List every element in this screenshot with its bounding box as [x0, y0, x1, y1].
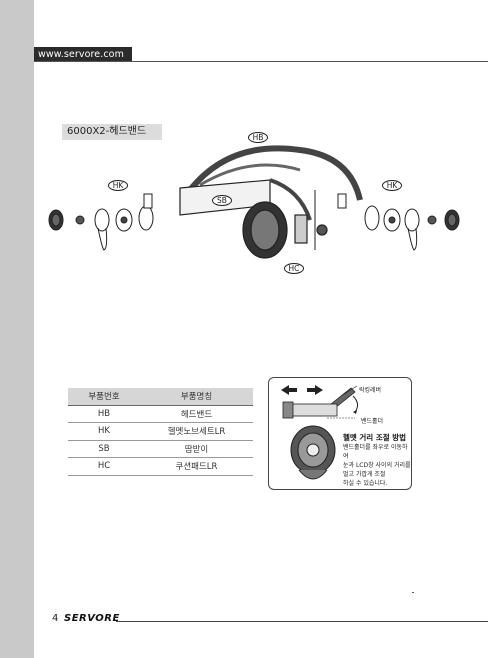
desc-line: 하실 수 있습니다. [343, 480, 388, 487]
headband-body [179, 145, 363, 259]
arrow-right-icon [307, 385, 323, 395]
adjustment-box: 락킹레버 밴드홀더 헬멧 거리 조절 방법 밴드홀더를 좌우로 이동하여 눈과 … [268, 377, 412, 490]
arrow-left-icon [281, 385, 297, 395]
table-row: HB 헤드밴드 [68, 405, 253, 423]
band-holder-label: 밴드홀더 [361, 418, 384, 425]
part-number: HC [68, 457, 140, 476]
headband-exploded-diagram [48, 145, 460, 259]
model-label: 6000X2-헤드밴드 [62, 124, 162, 140]
part-name: 헤드밴드 [140, 405, 253, 423]
callout-hk-right: HK [382, 180, 402, 191]
side-strip [0, 0, 34, 658]
desc-line: 눈과 LCD창 사이의 거리를 [343, 462, 411, 469]
stray-mark [412, 592, 414, 593]
part-number: HK [68, 422, 140, 441]
part-name: 헬멧노브세트LR [140, 422, 253, 441]
callout-hk-left: HK [108, 180, 128, 191]
parts-table: 부품번호 부품명칭 HB 헤드밴드 HK 헬멧노브세트LR SB 땀받이 HC … [68, 388, 253, 476]
adjustment-title: 헬멧 거리 조절 방법 [343, 433, 407, 442]
part-name: 쿠션패드LR [140, 457, 253, 476]
brand-logo: SERVORE [64, 613, 120, 624]
part-number: SB [68, 440, 140, 458]
left-knob-assembly [48, 193, 154, 251]
header-rule [34, 61, 488, 62]
desc-line: 멀고 가깝게 조절 [343, 471, 386, 478]
table-header-row: 부품번호 부품명칭 [68, 388, 253, 406]
desc-line: 밴드홀더를 좌우로 이동하여 [343, 444, 408, 460]
callout-hc: HC [284, 263, 304, 274]
page-number: 4 [52, 613, 59, 624]
table-row: HC 쿠션패드LR [68, 457, 253, 476]
footer-rule [116, 621, 488, 622]
callout-sb: SB [212, 195, 232, 206]
header-part-number: 부품번호 [68, 388, 140, 406]
locking-lever-label: 락킹레버 [359, 387, 382, 394]
band-holder [288, 403, 338, 417]
table-row: SB 땀받이 [68, 440, 253, 458]
table-row: HK 헬멧노브세트LR [68, 422, 253, 441]
adjustment-illustration [281, 385, 359, 480]
right-knob-assembly [337, 193, 460, 251]
callout-hb: HB [248, 132, 268, 143]
part-number: HB [68, 405, 140, 423]
adjustment-description: 밴드홀더를 좌우로 이동하여 눈과 LCD창 사이의 거리를 멀고 가깝게 조절… [343, 443, 411, 488]
part-name: 땀받이 [140, 440, 253, 458]
website-url: www.servore.com [34, 47, 132, 62]
header-part-name: 부품명칭 [140, 388, 253, 406]
